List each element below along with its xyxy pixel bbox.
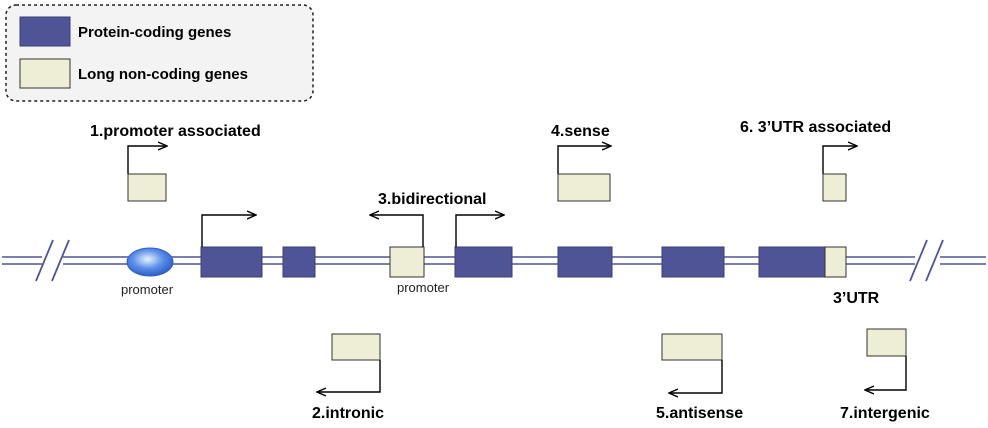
label-intronic: 2.intronic	[312, 405, 384, 422]
intergenic-arrow	[866, 356, 907, 390]
bidirectional-right-arrow	[455, 215, 503, 247]
exon-4	[557, 246, 613, 278]
exon-6	[758, 246, 826, 278]
label-intergenic: 7.intergenic	[840, 405, 930, 422]
legend-label-protein-coding: Protein-coding genes	[78, 24, 231, 41]
utr-associated-lncrna	[822, 173, 847, 202]
sense-arrow	[557, 146, 610, 174]
legend: Protein-coding genes Long non-coding gen…	[5, 4, 314, 102]
bidirectional-left-arrow	[371, 215, 424, 247]
utr-associated-arrow	[822, 146, 856, 174]
break-mark-left-1	[35, 239, 54, 282]
label-promoter-associated: 1.promoter associated	[90, 123, 261, 140]
gene-tss-arrow	[201, 215, 255, 247]
promoter-associated-lncrna	[127, 173, 167, 202]
bidirectional-lncrna	[389, 246, 425, 278]
intronic-arrow	[318, 360, 381, 392]
label-sense: 4.sense	[551, 123, 610, 140]
break-mark-right-1	[909, 239, 928, 282]
label-antisense: 5.antisense	[656, 405, 743, 422]
legend-swatch-long-noncoding	[19, 58, 71, 89]
promoter-ellipse	[126, 247, 174, 277]
intergenic-lncrna	[866, 328, 907, 357]
exon-1	[200, 246, 263, 278]
sense-lncrna	[557, 173, 611, 202]
legend-box	[5, 4, 314, 102]
break-mark-left-2	[51, 239, 70, 282]
utr-label: 3’UTR	[833, 290, 880, 307]
utr-lncrna	[824, 246, 847, 278]
exon-5	[661, 246, 725, 278]
label-bidirectional: 3.bidirectional	[378, 191, 486, 208]
promoter-label-1: promoter	[121, 282, 174, 297]
intronic-lncrna	[331, 333, 381, 361]
antisense-lncrna	[661, 333, 723, 361]
exon-3	[454, 246, 513, 278]
break-mark-right-2	[925, 239, 944, 282]
legend-swatch-protein-coding	[19, 16, 71, 47]
promoter-associated-arrow	[127, 146, 166, 174]
promoter-label-2: promoter	[397, 280, 450, 295]
exon-2	[282, 246, 316, 278]
legend-label-long-noncoding: Long non-coding genes	[78, 66, 248, 83]
antisense-arrow	[670, 360, 723, 393]
label-utr-associated: 6. 3’UTR associated	[740, 119, 891, 136]
